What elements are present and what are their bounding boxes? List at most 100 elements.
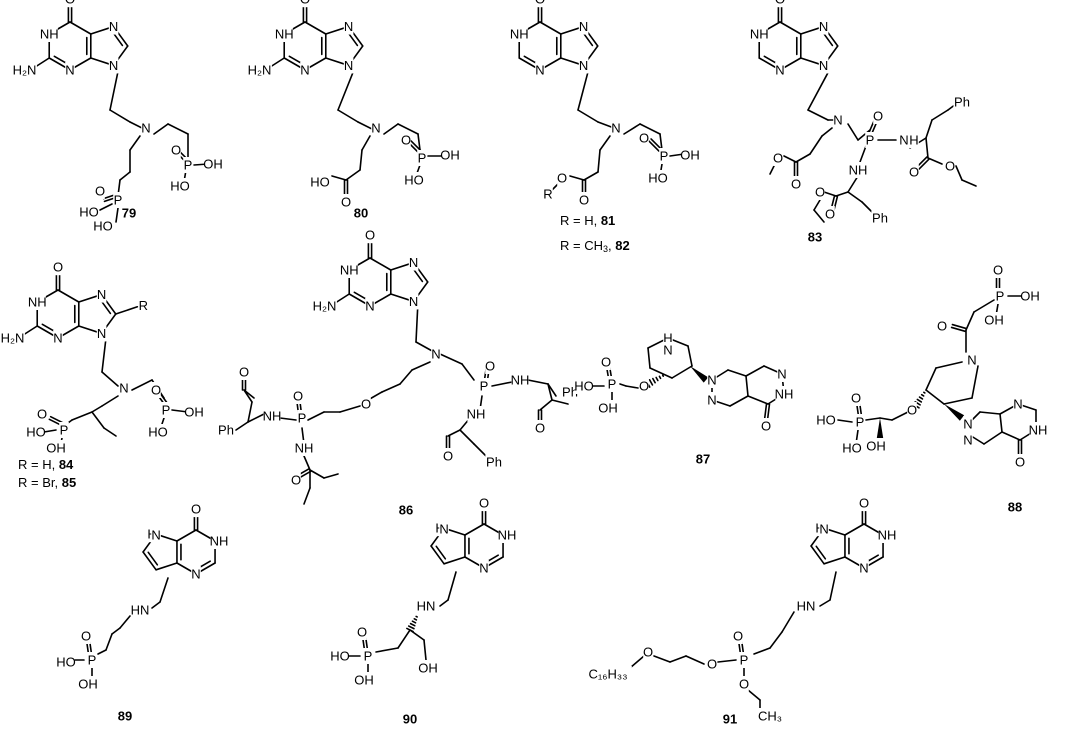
bond: [766, 403, 771, 421]
bond: [151, 601, 161, 609]
hydroxyl: HO: [404, 173, 424, 188]
ester-oxygen: O: [773, 151, 783, 166]
n7: N: [707, 393, 716, 408]
bond: [49, 415, 64, 424]
amide-nh: NH: [295, 441, 314, 456]
amide-nh: NH: [467, 407, 486, 422]
bond: [415, 308, 419, 343]
bond: [153, 123, 169, 135]
bond: [375, 647, 399, 653]
bond: [687, 345, 693, 367]
bond: [891, 411, 909, 421]
bond: [359, 149, 363, 171]
bond: [99, 203, 113, 211]
bond: [91, 405, 103, 413]
oxygen: O: [81, 629, 91, 644]
phenyl: Ph: [562, 385, 578, 400]
r-substituent: R: [139, 298, 148, 313]
bond: [539, 21, 562, 35]
bond: [410, 140, 422, 152]
bond: [879, 417, 893, 421]
amino-group: H₂N: [13, 63, 37, 78]
bond: [810, 545, 825, 565]
bond: [837, 419, 853, 423]
oxygen: O: [579, 193, 589, 208]
bond: [443, 556, 466, 565]
ester-oxygen: O: [815, 185, 825, 200]
n7: N: [819, 19, 828, 34]
amine-nh: HN: [131, 603, 150, 618]
n3: N: [65, 63, 74, 78]
phenyl: Ph: [486, 455, 502, 470]
bond: [159, 577, 169, 603]
bond: [927, 157, 943, 165]
oxygen: O: [535, 421, 545, 436]
hydroxyl: OH: [203, 157, 223, 172]
oxygen: O: [37, 407, 47, 422]
bond: [781, 611, 795, 633]
n9: N: [97, 326, 106, 341]
hydroxyl: OH: [354, 673, 374, 688]
bond: [57, 289, 80, 303]
phosphorus: P: [608, 377, 617, 392]
hydroxyl: OH: [984, 313, 1004, 328]
bond: [971, 365, 979, 399]
bond: [648, 378, 654, 386]
pyrrolidine-h: H: [663, 331, 672, 346]
bond: [717, 659, 737, 663]
n3: N: [775, 63, 784, 78]
n1-h: NH: [878, 528, 897, 543]
oxygen: O: [291, 473, 301, 488]
substituent-definition-82: R = CH3, 82: [560, 238, 630, 255]
n3: N: [479, 561, 488, 576]
bond: [439, 353, 463, 365]
bond: [43, 429, 57, 433]
phosphorus: P: [364, 649, 373, 664]
r-group: R: [543, 187, 552, 202]
phosphorus: P: [60, 423, 69, 438]
wedge-bond: [944, 404, 965, 421]
hydroxyl: OH: [680, 148, 700, 163]
hydroxyl: OH: [46, 441, 66, 456]
bond: [807, 109, 829, 121]
bond: [551, 399, 569, 405]
bond: [925, 119, 933, 139]
bond: [745, 365, 765, 377]
amide-n: N: [899, 133, 908, 148]
bond: [950, 326, 967, 333]
hydroxyl: OH: [440, 148, 460, 163]
ester-oxygen: O: [707, 657, 717, 672]
bond: [655, 376, 659, 382]
bond: [661, 374, 665, 377]
compound-number-90: 90: [403, 712, 417, 727]
n3: N: [300, 63, 309, 78]
bond: [304, 21, 327, 35]
bond: [955, 165, 963, 181]
carbonyl-oxygen: O: [937, 319, 947, 334]
bond: [813, 199, 821, 211]
phosphorus: P: [856, 415, 865, 430]
pyrrole-n: N: [439, 522, 448, 537]
bond: [131, 379, 153, 391]
bond: [569, 175, 585, 181]
bond: [625, 385, 639, 389]
bond: [142, 551, 157, 571]
bond: [303, 487, 311, 505]
amine-nh: HN: [417, 599, 436, 614]
bond: [527, 379, 549, 385]
n9: N: [344, 58, 353, 73]
bond: [97, 649, 107, 655]
bond: [69, 21, 92, 35]
bond: [795, 153, 811, 163]
carbonyl-oxygen: O: [761, 419, 771, 434]
carbonyl-oxygen: O: [53, 260, 63, 275]
bond: [323, 473, 339, 479]
bond: [369, 257, 392, 271]
amide-nh: NH: [263, 409, 282, 424]
n3: N: [859, 561, 868, 576]
hydroxyl: HO: [574, 379, 594, 394]
bond: [339, 405, 361, 413]
phosphorus: P: [740, 653, 749, 668]
carbonyl-oxygen: O: [775, 0, 785, 7]
bond: [109, 109, 131, 123]
